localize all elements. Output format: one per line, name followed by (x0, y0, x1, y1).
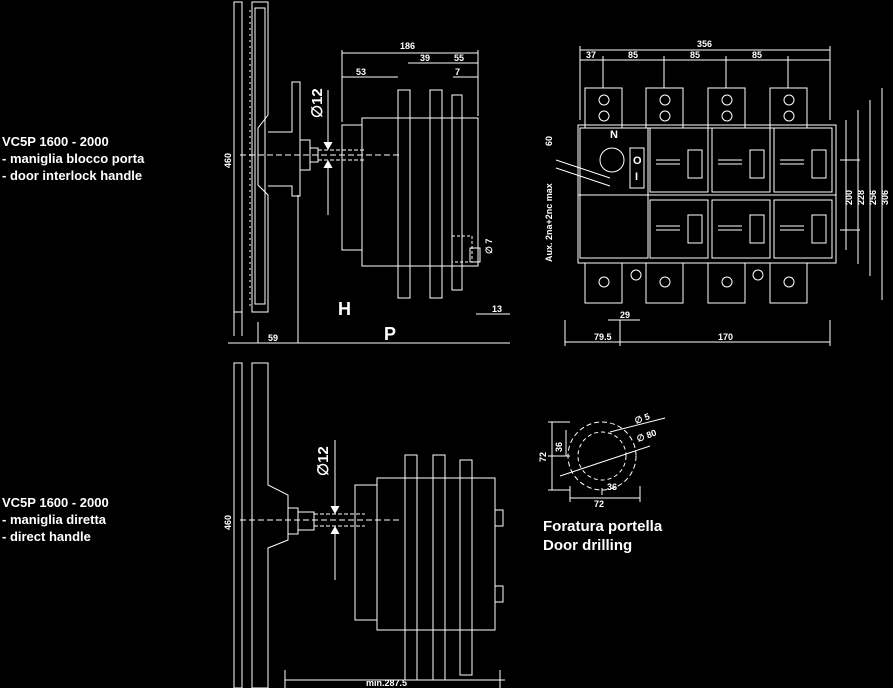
drilling-caption-it: Foratura portella (543, 518, 663, 535)
dim-85-a: 85 (628, 50, 638, 60)
bottom-caption-it: - maniglia diretta (2, 512, 107, 527)
bottom-side-view (233, 362, 505, 688)
dim-200: 200 (844, 190, 854, 205)
drilling-caption-en: Door drilling (543, 537, 633, 554)
dim-356: 356 (697, 39, 712, 49)
dim-bottom-shaft: ∅12 (315, 446, 332, 476)
front-view (555, 46, 883, 346)
dim-37: 37 (586, 50, 596, 60)
dim-186: 186 (400, 41, 415, 51)
bottom-caption-en: - direct handle (2, 529, 91, 544)
dim-228: 228 (856, 190, 866, 205)
neutral-label: N (610, 129, 618, 141)
dim-shaft-diameter: ∅12 (309, 88, 326, 118)
top-caption: VC5P 1600 - 2000 - maniglia blocco porta… (2, 133, 144, 184)
dim-256: 256 (868, 190, 878, 205)
on-label: I (635, 171, 638, 183)
top-caption-en: - door interlock handle (2, 168, 143, 183)
dim-55: 55 (454, 53, 464, 63)
dim-85-b: 85 (690, 50, 700, 60)
top-caption-it: - maniglia blocco porta (2, 151, 145, 166)
dim-bottom-height: 460 (223, 515, 233, 530)
label-P: P (384, 324, 397, 344)
dim-53: 53 (356, 67, 366, 77)
dim-7: 7 (455, 67, 460, 77)
aux-contacts-label: Aux. 2na+2nc max (544, 183, 554, 262)
dim-handle-base: 59 (268, 333, 278, 343)
door-drilling (548, 417, 666, 502)
dim-39: 39 (420, 53, 430, 63)
dim-drill-36-h: 36 (607, 482, 617, 492)
dim-drill-36-v: 36 (554, 442, 564, 452)
top-caption-model: VC5P 1600 - 2000 (2, 134, 109, 149)
drilling-caption: Foratura portella Door drilling (543, 517, 662, 555)
label-H: H (338, 299, 351, 319)
dim-79-5: 79.5 (594, 332, 612, 342)
dim-drill-72-h: 72 (594, 499, 604, 509)
dim-29: 29 (620, 310, 630, 320)
dim-306: 306 (880, 190, 890, 205)
dim-13: 13 (492, 304, 502, 314)
hole-big-dia: ∅ 80 (635, 428, 658, 444)
dim-170: 170 (718, 332, 733, 342)
off-label: O (633, 155, 642, 167)
dim-drill-72-v: 72 (538, 452, 548, 462)
dim-top-height: 460 (223, 153, 233, 168)
hole-small-dia: ∅ 5 (633, 411, 651, 426)
dim-85-c: 85 (752, 50, 762, 60)
bottom-caption-model: VC5P 1600 - 2000 (2, 495, 109, 510)
dim-aux-60: 60 (544, 136, 554, 146)
top-side-view (228, 1, 510, 344)
bottom-caption: VC5P 1600 - 2000 - maniglia diretta - di… (2, 494, 109, 545)
dim-dia-7: ∅ 7 (484, 239, 494, 254)
dim-min-depth: min.287.5 (366, 678, 407, 688)
